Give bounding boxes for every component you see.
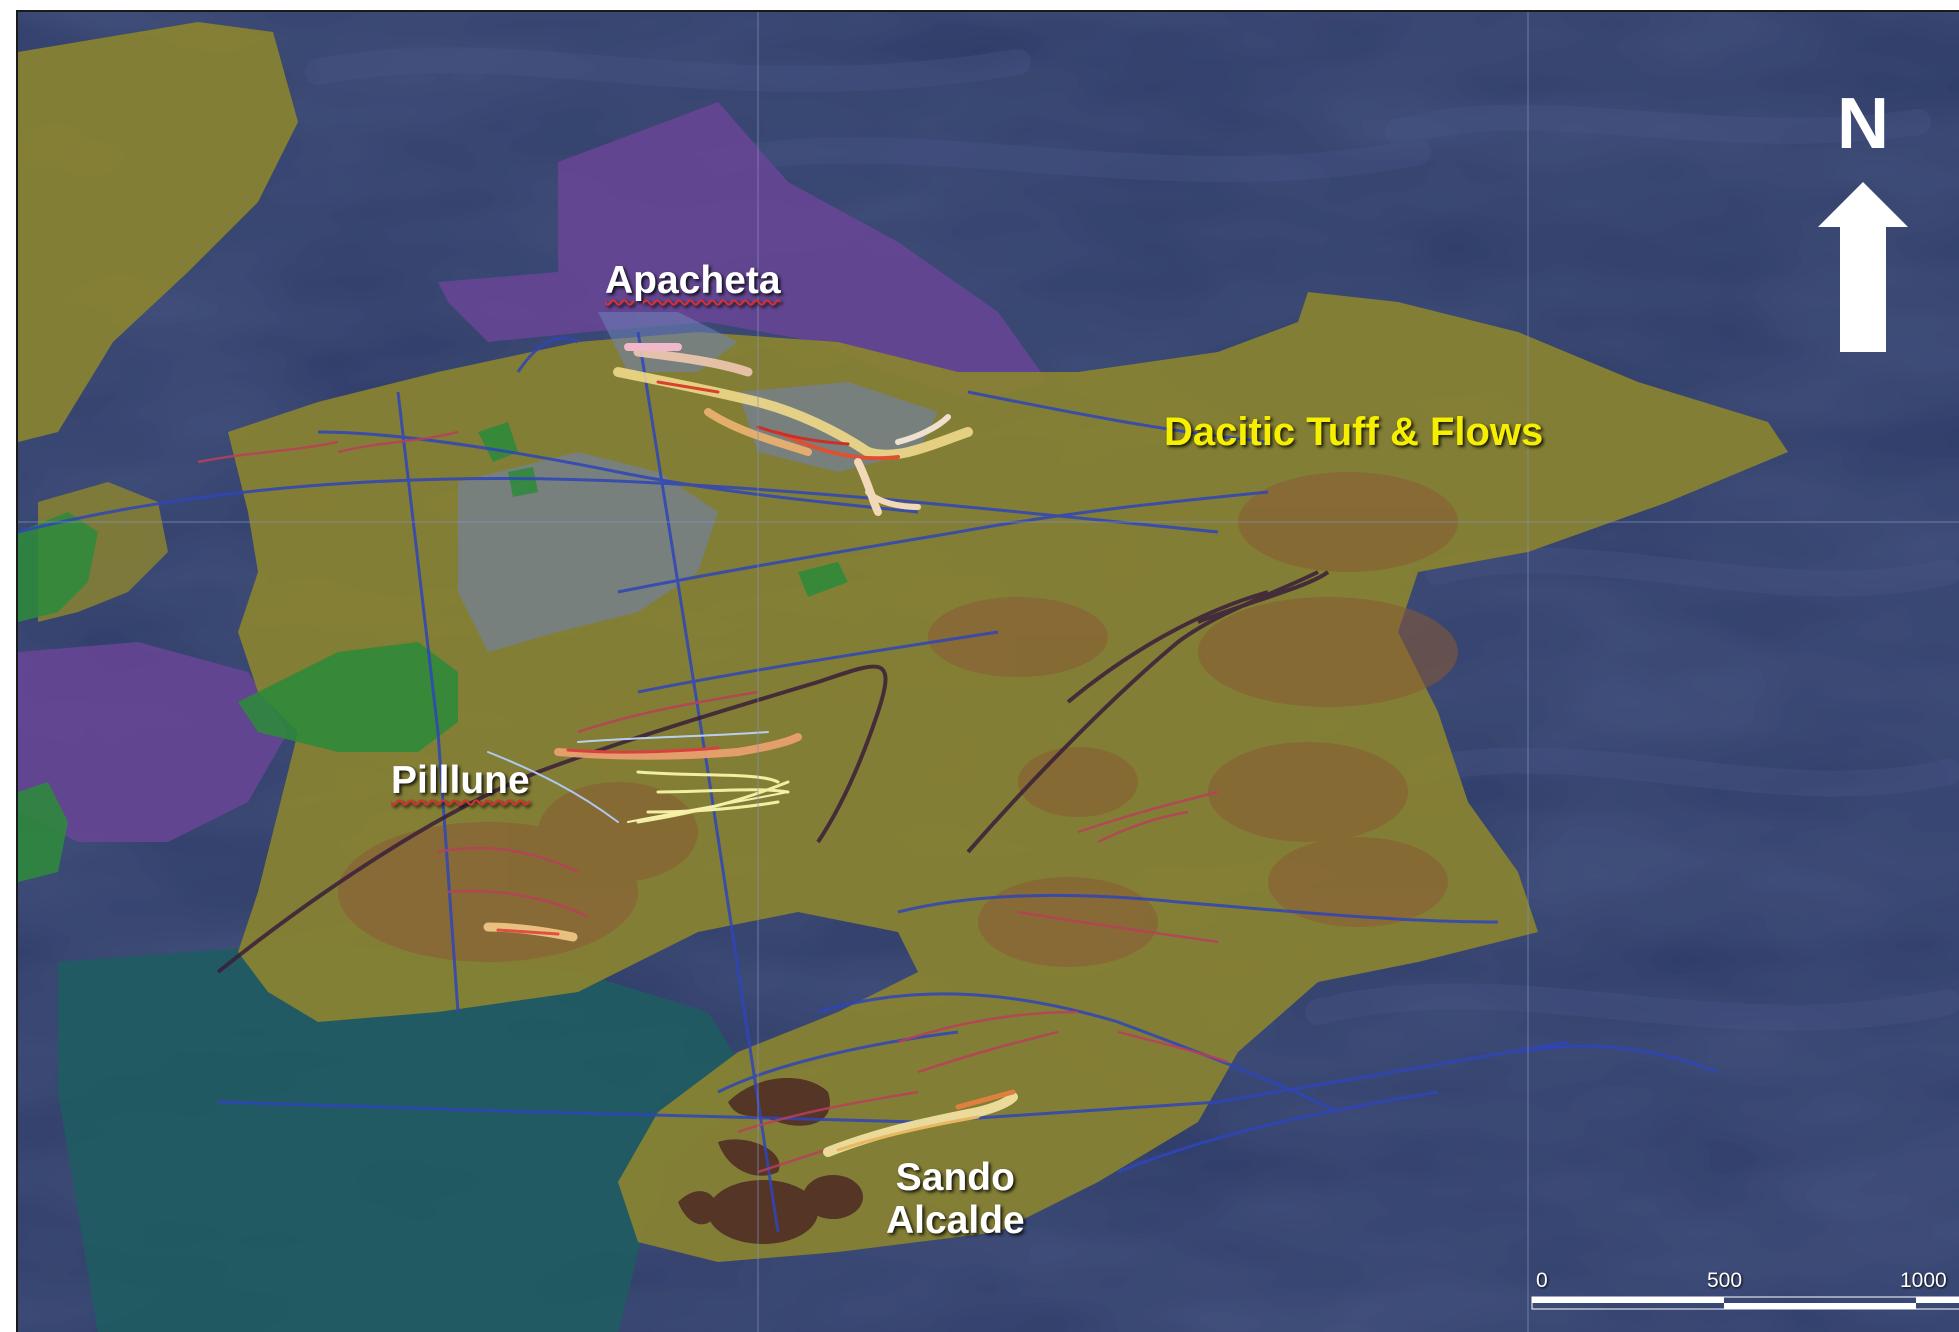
map-graticule — [18, 12, 1959, 1332]
apacheta-workings — [613, 343, 973, 516]
purple-unit-north — [438, 102, 1048, 402]
sando-alcalde-workings — [823, 1089, 1018, 1157]
scale-bar: 0 500 1000 — [1530, 1269, 1959, 1319]
north-arrow-icon — [1818, 182, 1908, 352]
scale-tick-label: 1000 — [1900, 1269, 1947, 1292]
terrain-ridges — [305, 47, 1959, 1031]
purple-unit-west — [18, 642, 288, 842]
label-apacheta: Apacheta — [605, 259, 781, 302]
label-dacitic-tuff-flows: Dacitic Tuff & Flows — [1164, 410, 1544, 454]
north-letter: N — [1837, 84, 1889, 164]
vein-traces — [197, 430, 1229, 1174]
map-canvas — [18, 12, 1959, 1332]
scale-tick-label: 0 — [1536, 1269, 1548, 1292]
teal-unit-southwest — [58, 942, 758, 1332]
label-sando-line2: Alcalde — [886, 1198, 1025, 1242]
scale-tick-label: 500 — [1707, 1269, 1743, 1292]
label-pilllune: Pilllune — [391, 759, 530, 802]
fault-lines — [18, 331, 1719, 1233]
scale-bar-line — [1531, 1296, 1959, 1310]
geological-map: Apacheta Pilllune Sando Alcalde Dacitic … — [16, 10, 1959, 1332]
olive-unit-northwest — [18, 22, 298, 442]
green-units — [18, 422, 848, 882]
label-sando-alcalde: Sando Alcalde — [886, 1156, 1025, 1243]
major-fault-traces — [216, 570, 1330, 974]
label-sando-line1: Sando — [895, 1156, 1015, 1199]
north-arrow: N — [1808, 84, 1918, 354]
pilllune-workings — [483, 731, 802, 942]
